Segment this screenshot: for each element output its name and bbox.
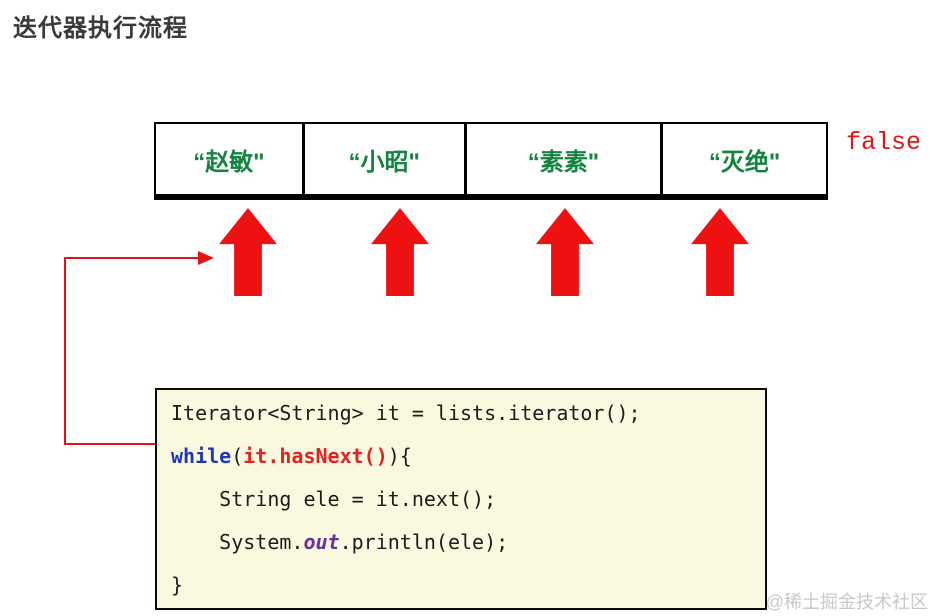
condition-hasnext: it.hasNext(): [243, 444, 388, 468]
hasnext-false-label: false: [846, 128, 922, 157]
line4-post: .println(ele);: [339, 530, 509, 554]
connector-arrowhead-icon: [198, 251, 214, 265]
array-cell-2: “素素": [463, 124, 661, 194]
connector-line-top: [64, 257, 200, 259]
array-cell-2-label: “素素": [527, 148, 600, 176]
array-cell-3: “灭绝": [660, 124, 826, 194]
connector-line-bottom: [64, 443, 157, 445]
code-line-5: }: [171, 573, 184, 597]
up-arrow-icon: [219, 208, 277, 296]
array-cell-0-label: “赵敏": [193, 148, 265, 176]
up-arrow-icon: [691, 208, 749, 296]
field-out: out: [303, 530, 340, 554]
watermark: @稀土掘金技术社区: [765, 592, 928, 612]
connector-line-vertical: [64, 257, 66, 445]
array-cell-1: “小昭": [301, 124, 464, 194]
array-cell-0: “赵敏": [156, 124, 302, 194]
paren-open: (: [231, 444, 244, 468]
array-cell-3-label: “灭绝": [708, 148, 781, 176]
page-title: 迭代器执行流程: [13, 15, 188, 42]
up-arrow-icon: [371, 208, 429, 296]
array-cell-1-label: “小昭": [348, 148, 420, 176]
code-line-3: String ele = it.next();: [171, 487, 497, 511]
java-code-box: Iterator<String> it = lists.iterator(); …: [155, 388, 767, 610]
code-line-1: Iterator<String> it = lists.iterator();: [171, 401, 641, 425]
code-line-2: while(it.hasNext()){: [171, 435, 765, 478]
line2-tail: ){: [387, 444, 412, 468]
string-array-box: “赵敏" “小昭" “素素" “灭绝": [154, 122, 828, 200]
keyword-while: while: [171, 444, 232, 468]
line4-pre: System.: [171, 530, 304, 554]
code-line-4: System.out.println(ele);: [171, 521, 765, 564]
up-arrow-icon: [536, 208, 594, 296]
